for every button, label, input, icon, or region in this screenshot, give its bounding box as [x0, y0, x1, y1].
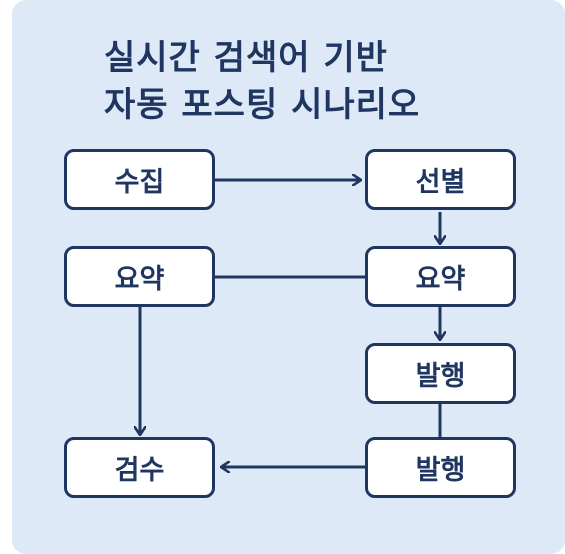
node-select: 선별	[365, 149, 516, 210]
diagram-title-line-2: 자동 포스팅 시나리오	[104, 85, 421, 125]
node-collect: 수집	[64, 149, 215, 210]
node-publish-lower: 발행	[365, 437, 516, 498]
diagram-title-line-1: 실시간 검색어 기반	[104, 38, 388, 78]
node-publish-upper: 발행	[365, 343, 516, 404]
node-summary-right: 요약	[365, 246, 516, 307]
node-summary-left: 요약	[64, 246, 215, 307]
node-review: 검수	[64, 437, 215, 498]
